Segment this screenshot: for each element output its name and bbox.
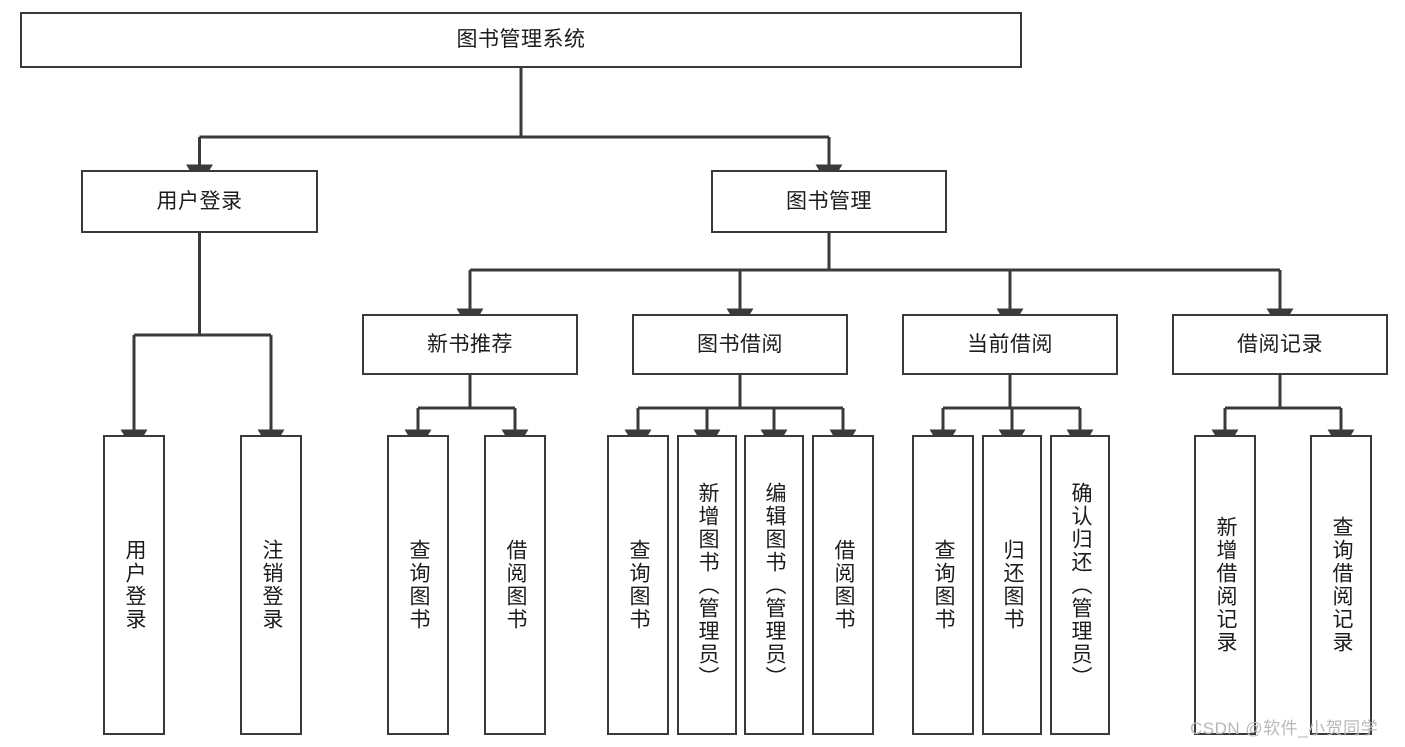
- node-label: 图书管理系统: [456, 28, 586, 52]
- node-label: 借阅图书: [832, 539, 856, 631]
- node-book-borrow: 图书借阅: [632, 314, 848, 375]
- node-label: 新书推荐: [427, 332, 513, 356]
- node-current-borrow: 当前借阅: [902, 314, 1118, 375]
- node-label: 新增借阅记录: [1214, 516, 1238, 654]
- node-leaf-cb-query: 查询图书: [912, 435, 974, 735]
- node-label: 查询借阅记录: [1330, 516, 1354, 654]
- node-borrow-record: 借阅记录: [1172, 314, 1388, 375]
- node-label: 图书管理: [786, 189, 872, 213]
- node-label: 查询图书: [627, 539, 651, 631]
- csdn-watermark: CSDN @软件_小贺同学: [1190, 719, 1379, 738]
- node-new-book-rec: 新书推荐: [362, 314, 578, 375]
- node-leaf-user-login: 用户登录: [103, 435, 165, 735]
- node-label: 查询图书: [932, 539, 956, 631]
- node-leaf-br-add: 新增借阅记录: [1194, 435, 1256, 735]
- node-label: 新增图书（管理员）: [696, 481, 720, 689]
- node-leaf-cb-return: 归还图书: [982, 435, 1042, 735]
- node-label: 用户登录: [123, 539, 147, 631]
- node-leaf-user-logout: 注销登录: [240, 435, 302, 735]
- node-leaf-bb-edit: 编辑图书（管理员）: [744, 435, 804, 735]
- node-label: 当前借阅: [967, 332, 1053, 356]
- node-label: 注销登录: [260, 539, 284, 631]
- node-leaf-bb-query: 查询图书: [607, 435, 669, 735]
- node-label: 查询图书: [407, 539, 431, 631]
- node-root: 图书管理系统: [20, 12, 1022, 68]
- node-label: 用户登录: [156, 189, 243, 213]
- node-book-manage: 图书管理: [711, 170, 947, 233]
- node-leaf-bb-add: 新增图书（管理员）: [677, 435, 737, 735]
- node-leaf-nb-borrow: 借阅图书: [484, 435, 546, 735]
- node-leaf-bb-borrow: 借阅图书: [812, 435, 874, 735]
- node-label: 借阅图书: [504, 539, 528, 631]
- node-user-login: 用户登录: [81, 170, 318, 233]
- node-label: 确认归还（管理员）: [1069, 481, 1093, 689]
- node-label: 图书借阅: [697, 332, 783, 356]
- node-leaf-nb-query: 查询图书: [387, 435, 449, 735]
- node-leaf-br-query: 查询借阅记录: [1310, 435, 1372, 735]
- node-label: 归还图书: [1001, 539, 1025, 631]
- node-label: 编辑图书（管理员）: [763, 481, 787, 689]
- node-leaf-cb-confirm: 确认归还（管理员）: [1050, 435, 1110, 735]
- node-label: 借阅记录: [1237, 332, 1323, 356]
